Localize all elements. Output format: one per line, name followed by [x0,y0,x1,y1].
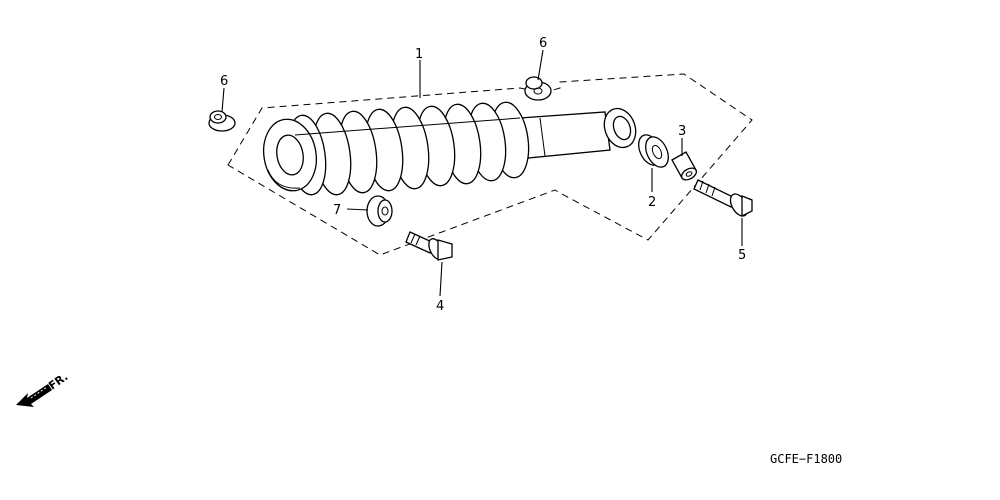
leader-line-6-top [537,49,544,81]
flange-nut-top[interactable] [524,76,552,101]
callout-6-top: 6 [539,36,547,51]
leader-line-6-left [221,87,225,113]
front-direction-arrow: FR. [16,370,70,407]
leader-line-7 [346,208,369,211]
flange-bolt-lower[interactable] [405,231,453,262]
callout-5: 5 [738,248,746,263]
callout-7: 7 [333,203,341,218]
callout-3: 3 [678,124,686,139]
collar[interactable] [671,151,698,182]
callout-4: 4 [436,299,444,314]
assembly-boundary [227,73,753,256]
bushing[interactable] [634,131,673,170]
callout-6-left: 6 [220,74,228,89]
flange-bolt-upper[interactable] [693,179,753,219]
drawing-code: GCFE−F1800 [770,452,842,466]
leader-line-4 [439,261,443,297]
callout-1: 1 [415,47,423,62]
callout-2: 2 [648,195,656,210]
shock-absorber-assembly[interactable] [258,100,641,197]
lower-flange-nut[interactable] [366,195,393,227]
flange-nut-left[interactable] [208,110,236,132]
coil-spring [287,101,530,196]
